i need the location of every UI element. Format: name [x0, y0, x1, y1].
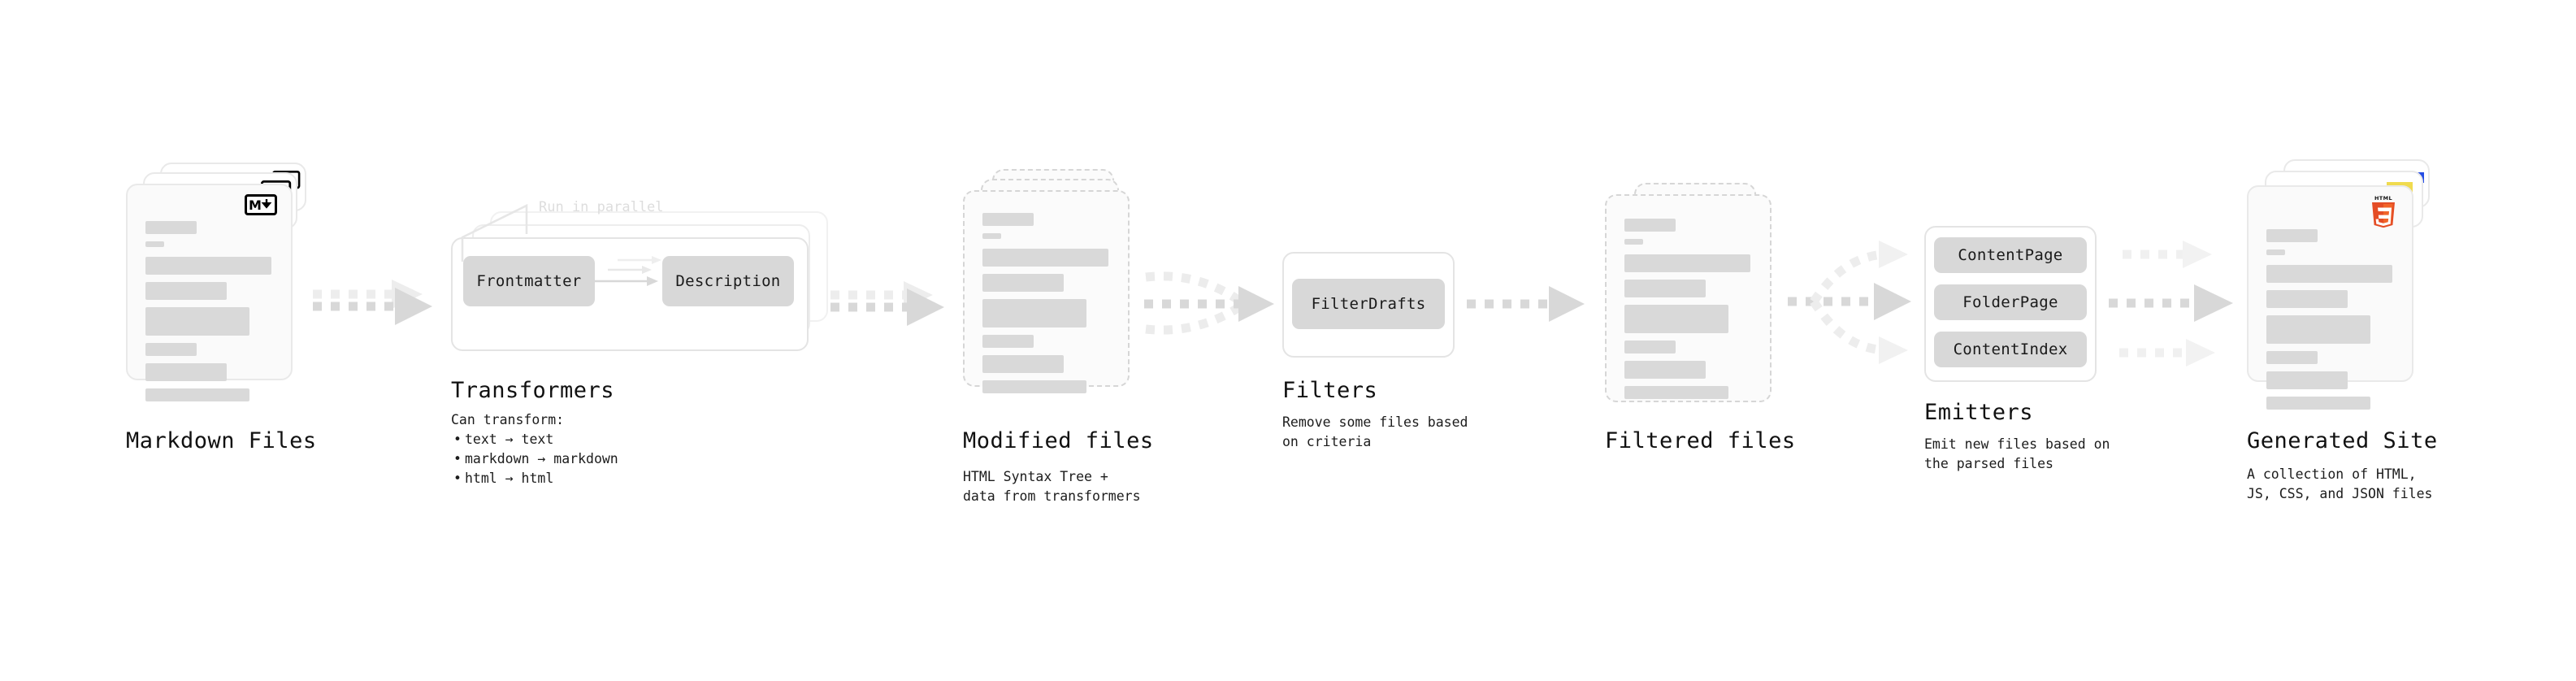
- connector-markdown-to-transformers: [313, 280, 432, 325]
- markdown-files-stack: M M M: [126, 163, 313, 414]
- transformers-bullet-list: text → text markdown → markdown html → h…: [451, 430, 618, 488]
- emitters-subtitle: Emit new files based on the parsed files: [1924, 436, 2110, 471]
- transformers-chip-frontmatter[interactable]: Frontmatter: [463, 256, 595, 306]
- modified-card-placeholder-lines: [982, 213, 1110, 401]
- transformers-bullet-item: html → html: [453, 469, 618, 488]
- svg-text:HTML: HTML: [2374, 195, 2392, 202]
- modified-files-stack: [963, 169, 1150, 421]
- generated-card-front: HTML: [2247, 185, 2413, 410]
- filtered-files-stack: [1605, 183, 1792, 427]
- emitters-chip-contentindex[interactable]: ContentIndex: [1934, 332, 2087, 367]
- transformers-bullets-head: Can transform:: [451, 412, 565, 427]
- transformers-bullet-item: text → text: [453, 430, 618, 449]
- markdown-card-front: M: [126, 184, 293, 401]
- connector-filtered-to-emitters: [1788, 241, 1911, 364]
- emitters-title: Emitters: [1924, 400, 2034, 425]
- transformers-chip-description[interactable]: Description: [662, 256, 794, 306]
- generated-site-title: Generated Site: [2247, 428, 2438, 453]
- modified-files-title: Modified files: [963, 428, 1154, 453]
- connector-modified-to-filters: [1144, 271, 1274, 335]
- transformers-bullet-item: markdown → markdown: [453, 449, 618, 469]
- filters-title: Filters: [1282, 378, 1378, 403]
- markdown-card-placeholder-lines: [145, 221, 273, 409]
- connector-transformers-to-modified: [830, 281, 944, 326]
- filtered-files-title: Filtered files: [1605, 428, 1796, 453]
- emitters-chip-folderpage[interactable]: FolderPage: [1934, 284, 2087, 320]
- modified-card-front: [963, 190, 1130, 393]
- modified-files-subtitle: HTML Syntax Tree + data from transformer…: [963, 469, 1141, 504]
- markdown-files-title: Markdown Files: [126, 428, 317, 453]
- run-in-parallel-label: Run in parallel: [539, 199, 664, 215]
- connector-emitters-to-site: [2109, 241, 2233, 367]
- filters-subtitle: Remove some files based on criteria: [1282, 414, 1468, 449]
- transformers-group: Frontmatter Description Frontmatter Desc…: [451, 202, 833, 364]
- transformers-description: Can transform: text → text markdown → ma…: [451, 410, 618, 488]
- filtered-card-placeholder-lines: [1624, 219, 1752, 406]
- html5-icon: HTML: [2369, 193, 2398, 228]
- filtered-card-front: [1605, 194, 1772, 402]
- generated-card-placeholder-lines: [2266, 229, 2394, 417]
- emitters-chip-contentpage[interactable]: ContentPage: [1934, 237, 2087, 273]
- generated-site-stack: CSS HTML: [2247, 159, 2450, 419]
- transformers-title: Transformers: [451, 378, 615, 403]
- svg-text:M: M: [249, 197, 262, 212]
- markdown-badge: M: [245, 194, 277, 215]
- generated-site-subtitle: A collection of HTML, JS, CSS, and JSON …: [2247, 466, 2433, 501]
- connector-filters-to-filtered: [1467, 286, 1585, 322]
- filters-chip-filterdrafts[interactable]: FilterDrafts: [1292, 279, 1445, 329]
